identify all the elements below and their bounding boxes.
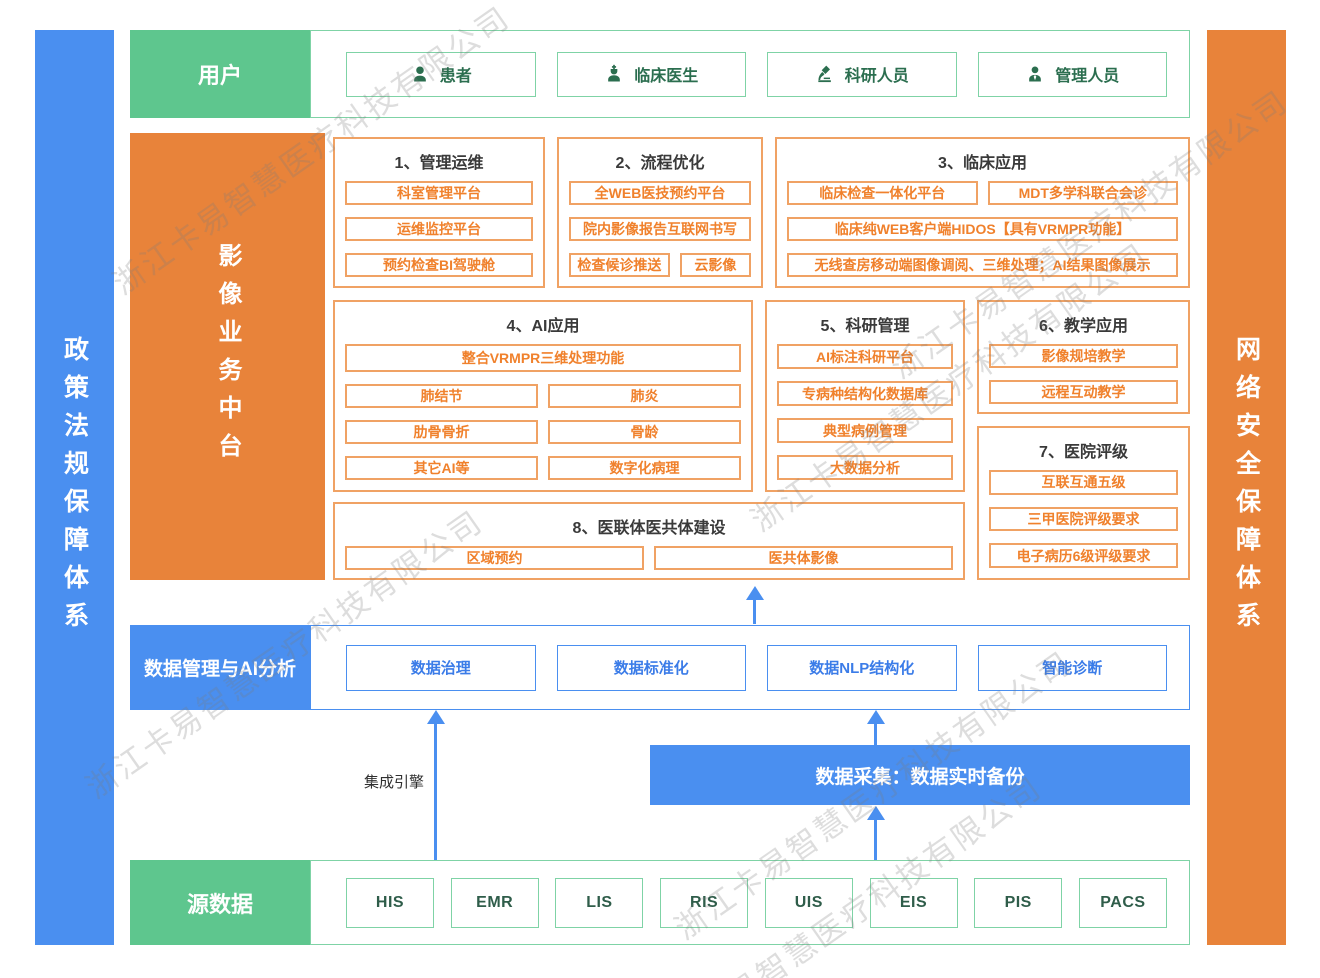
data-mgmt-item: 智能诊断 [977, 644, 1167, 691]
platform-item: 典型病例管理 [777, 418, 953, 443]
section-clinical-application: 3、临床应用 临床检查一体化平台 MDT多学科联合会诊 临床纯WEB客户端HID… [775, 137, 1190, 288]
doctor-icon [604, 64, 624, 84]
microscope-icon [815, 64, 835, 84]
manager-icon [1025, 64, 1045, 84]
section-title: 8、医联体医共体建设 [572, 520, 726, 537]
user-label: 管理人员 [1055, 68, 1120, 85]
platform-item: 互联互通五级 [989, 470, 1178, 495]
source-system-his: HIS [346, 877, 434, 928]
source-container: HIS EMR LIS RIS UIS EIS PIS PACS [310, 860, 1190, 945]
section-title: 3、临床应用 [938, 155, 1027, 172]
platform-item: 三甲医院评级要求 [989, 506, 1178, 532]
patient-icon [410, 64, 430, 84]
source-system-emr: EMR [450, 877, 539, 928]
section-medical-alliance: 8、医联体医共体建设 区域预约 医共体影像 [333, 502, 965, 580]
platform-item: 影像规培教学 [989, 344, 1178, 368]
platform-item: 临床纯WEB客户端HIDOS【具有VRMPR功能】 [787, 217, 1178, 241]
section-title: 4、AI应用 [506, 318, 580, 335]
arrow-up-to-collection [867, 806, 885, 820]
section-teaching-application: 6、教学应用 影像规培教学 远程互动教学 [977, 300, 1190, 414]
platform-label: 影像业务中台 [130, 133, 325, 580]
platform-item: 骨龄 [548, 420, 741, 444]
data-mgmt-item: 数据标准化 [556, 644, 746, 691]
user-label: 患者 [439, 68, 472, 85]
user-box-researcher: 科研人员 [767, 51, 957, 97]
platform-item: 远程互动教学 [989, 380, 1178, 404]
section-process-optimization: 2、流程优化 全WEB医技预约平台 院内影像报告互联网书写 检查候诊推送 云影像 [557, 137, 763, 288]
platform-item: 整合VRMPR三维处理功能 [345, 344, 741, 372]
arrow-line [874, 819, 877, 860]
source-row-label: 源数据 [130, 860, 310, 945]
section-title: 2、流程优化 [615, 155, 705, 172]
source-system-eis: EIS [869, 877, 958, 928]
users-container: 患者 临床医生 科研人员 管理人员 [310, 30, 1190, 118]
platform-item: MDT多学科联合会诊 [987, 181, 1178, 205]
arrow-line [753, 599, 756, 624]
platform-item: 肺结节 [345, 384, 538, 408]
platform-item: 医共体影像 [654, 546, 953, 570]
section-hospital-rating: 7、医院评级 互联互通五级 三甲医院评级要求 电子病历6级评级要求 [977, 426, 1190, 580]
arrow-up-to-platform [746, 586, 764, 600]
source-system-lis: LIS [555, 877, 644, 928]
platform-item: 无线查房移动端图像调阅、三维处理；AI结果图像展示 [787, 253, 1178, 277]
user-label: 临床医生 [634, 68, 699, 85]
data-mgmt-item: 数据NLP结构化 [767, 644, 957, 691]
user-box-manager: 管理人员 [977, 51, 1167, 97]
user-box-patient: 患者 [346, 51, 536, 97]
policy-regulation-sidebar: 政策法规保障体系 [35, 30, 114, 945]
user-box-clinician: 临床医生 [556, 51, 746, 97]
users-row-label: 用户 [130, 30, 310, 118]
platform-item: 区域预约 [345, 546, 644, 570]
platform-item: 肋骨骨折 [345, 420, 538, 444]
data-mgmt-row-label-text: 数据管理与AI分析 [143, 659, 296, 680]
source-system-uis: UIS [764, 877, 853, 928]
source-row-label-text: 源数据 [186, 891, 253, 917]
arrow-line [874, 723, 877, 745]
platform-item: 云影像 [679, 253, 751, 277]
platform-item: 大数据分析 [777, 455, 953, 480]
platform-item: 专病种结构化数据库 [777, 381, 953, 406]
platform-item: 肺炎 [548, 384, 741, 408]
network-security-sidebar: 网络安全保障体系 [1207, 30, 1286, 945]
integration-engine-label: 集成引擎 [364, 774, 425, 791]
section-title: 5、科研管理 [820, 318, 910, 335]
users-row-label-text: 用户 [197, 63, 242, 88]
platform-item: 全WEB医技预约平台 [569, 181, 751, 205]
platform-label-text: 影像业务中台 [214, 242, 241, 471]
user-label: 科研人员 [844, 68, 909, 85]
platform-item: 院内影像报告互联网书写 [569, 217, 751, 241]
arrow-up-from-collection [867, 710, 885, 724]
platform-item: 科室管理平台 [345, 181, 533, 205]
data-collection-label: 数据采集：数据实时备份 [815, 766, 1025, 788]
data-mgmt-container: 数据治理 数据标准化 数据NLP结构化 智能诊断 [310, 625, 1190, 710]
source-system-pacs: PACS [1078, 877, 1167, 928]
platform-item: 预约检查BI驾驶舱 [345, 253, 533, 277]
platform-item: 临床检查一体化平台 [787, 181, 978, 205]
data-mgmt-item: 数据治理 [346, 644, 536, 691]
platform-item: AI标注科研平台 [777, 344, 953, 369]
data-collection-box: 数据采集：数据实时备份 [650, 745, 1190, 805]
network-security-label: 网络安全保障体系 [1232, 335, 1261, 640]
platform-item: 数字化病理 [548, 456, 741, 480]
section-title: 7、医院评级 [1039, 444, 1128, 461]
section-title: 6、教学应用 [1039, 318, 1128, 335]
section-research-management: 5、科研管理 AI标注科研平台 专病种结构化数据库 典型病例管理 大数据分析 [765, 300, 965, 492]
section-title: 1、管理运维 [394, 155, 484, 172]
arrow-line [434, 723, 437, 860]
platform-item: 运维监控平台 [345, 217, 533, 241]
platform-item: 电子病历6级评级要求 [989, 543, 1178, 569]
section-management-ops: 1、管理运维 科室管理平台 运维监控平台 预约检查BI驾驶舱 [333, 137, 545, 288]
policy-regulation-label: 政策法规保障体系 [60, 335, 89, 640]
section-ai-application: 4、AI应用 整合VRMPR三维处理功能 肺结节 肺炎 肋骨骨折 骨龄 其它AI… [333, 300, 753, 492]
source-system-ris: RIS [660, 877, 749, 928]
platform-item: 检查候诊推送 [569, 253, 670, 277]
platform-item: 其它AI等 [345, 456, 538, 480]
arrow-up-integration [427, 710, 445, 724]
source-system-pis: PIS [974, 877, 1063, 928]
data-mgmt-row-label: 数据管理与AI分析 [130, 625, 310, 710]
